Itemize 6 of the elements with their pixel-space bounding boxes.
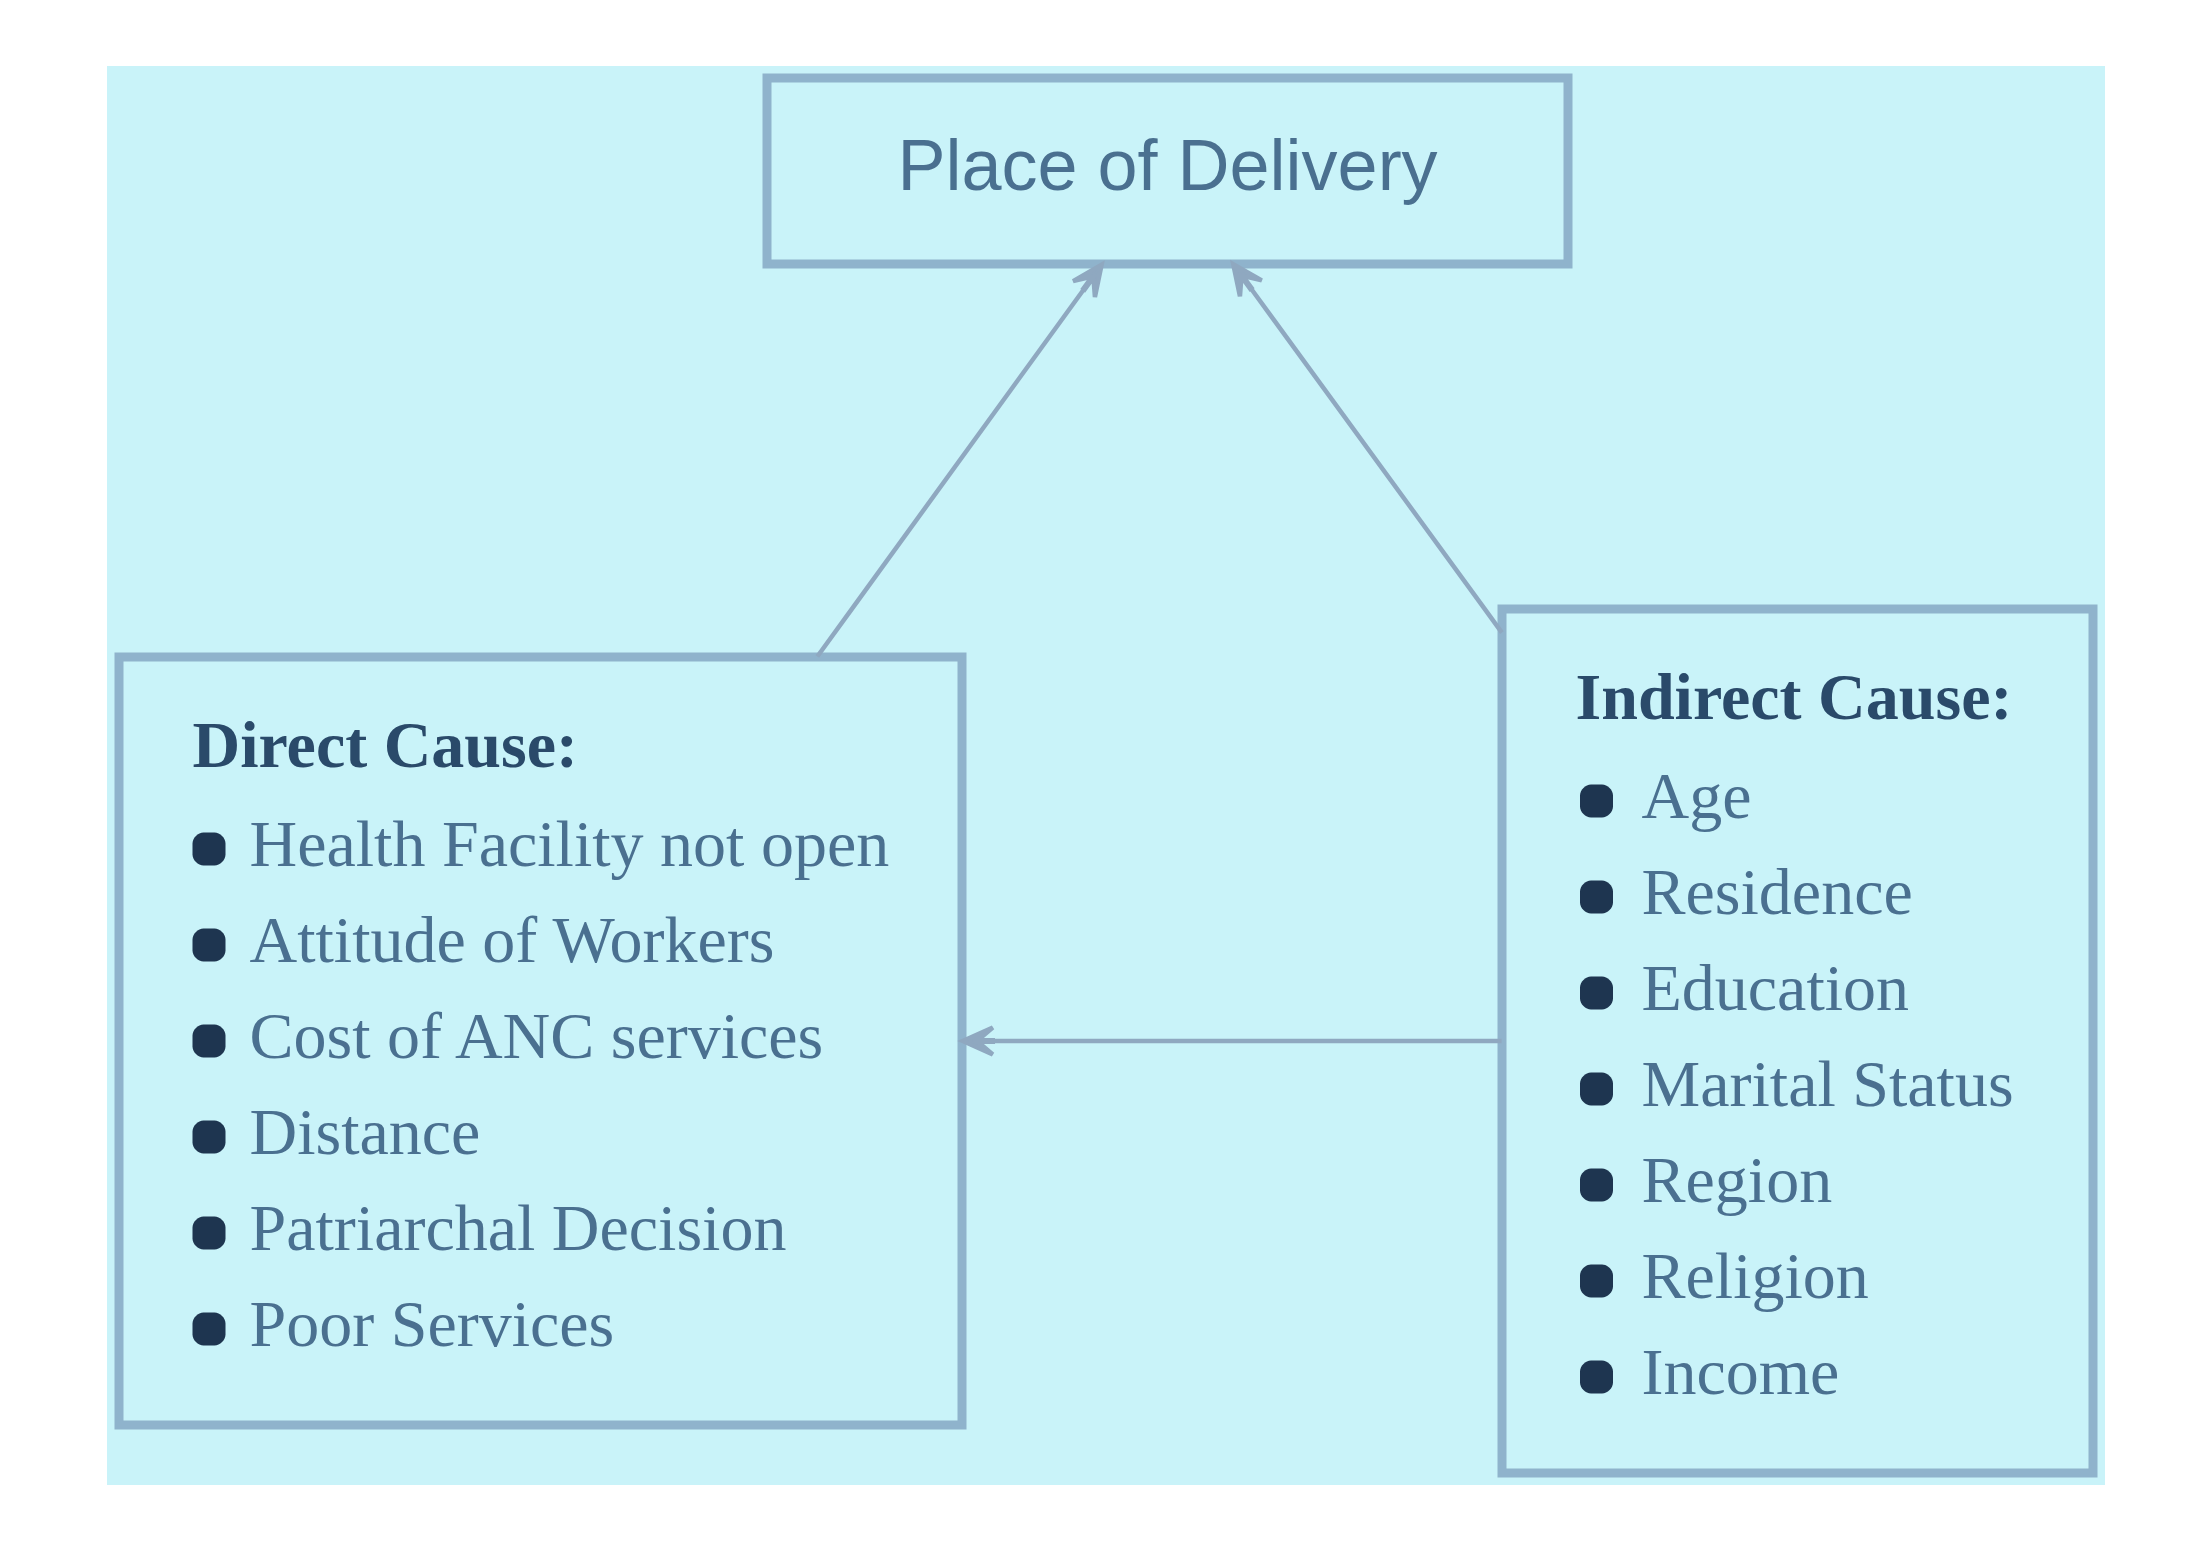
node-box: Direct Cause: Health Facility not open Attitude of Workers Cost of ANC services Distance Patriarchal Decision Poor Services xyxy=(114,652,966,1429)
arrow xyxy=(960,1024,1502,1057)
arrow xyxy=(1230,261,1504,634)
node-box: Place of Delivery xyxy=(762,73,1572,268)
node-box: Indirect Cause: Age Residence Education Marital Status Region Religion Income xyxy=(1497,604,2097,1477)
arrow xyxy=(815,262,1104,658)
